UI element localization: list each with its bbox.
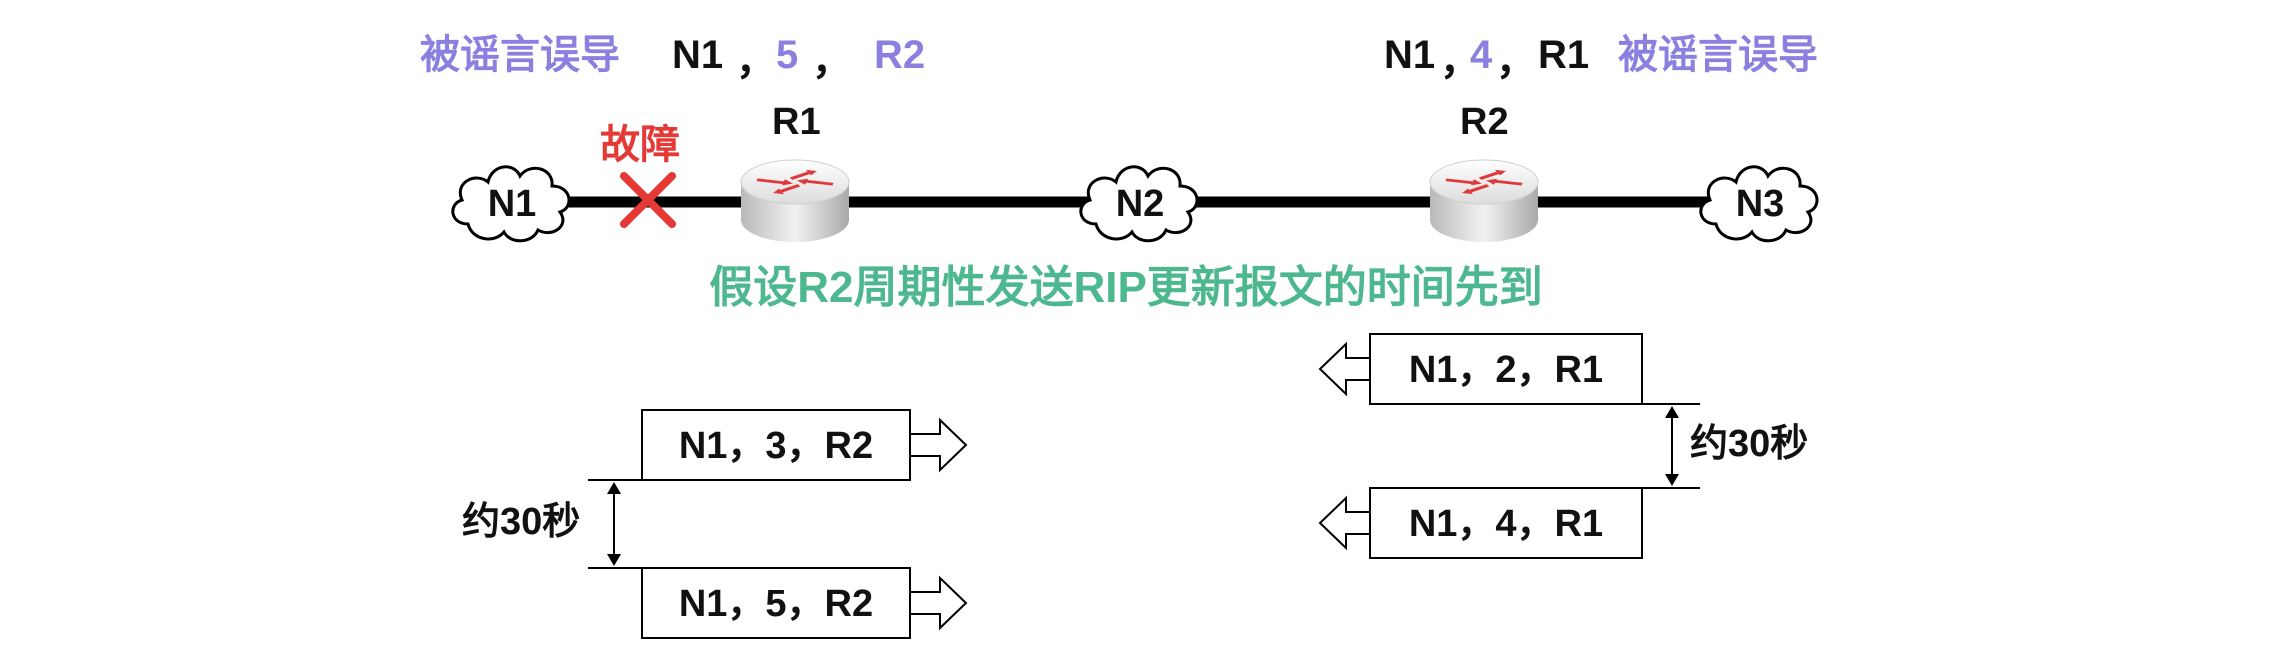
network-n1-label: N1	[488, 183, 537, 225]
route-distance-right: 4	[1470, 33, 1493, 77]
route-dest-left: N1	[672, 33, 723, 77]
right-msg-b-text: N1，4，R1	[1409, 503, 1603, 545]
left-interval-label: 约30秒	[462, 501, 580, 543]
left-interval-marker	[588, 479, 642, 569]
fault-label: 故障	[600, 123, 680, 167]
left-update-a: N1，3，R2	[641, 409, 968, 481]
arrow-right-icon	[909, 575, 968, 631]
route-sep-right-2: ，	[1496, 39, 1536, 83]
router-r1-label: R1	[772, 101, 821, 143]
network-n3-label: N3	[1736, 183, 1785, 225]
left-msg-b-text: N1，5，R2	[679, 583, 873, 625]
right-msg-a-text: N1，2，R1	[1409, 349, 1603, 391]
route-dest-right: N1	[1384, 33, 1435, 77]
route-nexthop-left: R2	[874, 33, 925, 77]
right-update-b: N1，4，R1	[1318, 487, 1643, 559]
left-update-b: N1，5，R2	[641, 567, 968, 639]
right-interval-label: 约30秒	[1690, 423, 1808, 465]
route-nexthop-right: R1	[1538, 33, 1589, 77]
route-distance-left: 5	[776, 33, 798, 77]
router-r1-icon	[740, 159, 850, 242]
route-sep-left-2: ，	[812, 39, 852, 83]
left-msg-a-text: N1，3，R2	[679, 425, 873, 467]
arrow-right-icon	[909, 417, 968, 473]
arrow-left-icon	[1318, 495, 1371, 551]
router-r2-label: R2	[1460, 101, 1509, 143]
network-n2-label: N2	[1116, 183, 1165, 225]
router-r2-icon	[1429, 159, 1539, 242]
route-sep-left-1: ，	[736, 39, 776, 83]
fault-x-icon	[620, 172, 676, 228]
rumor-label-left: 被谣言误导	[420, 33, 620, 77]
caption-text: 假设R2周期性发送RIP更新报文的时间先到	[709, 263, 1543, 312]
route-sep-right-1: ，	[1440, 39, 1480, 83]
right-update-a: N1，2，R1	[1318, 333, 1643, 405]
right-interval-marker	[1642, 403, 1700, 489]
rumor-label-right: 被谣言误导	[1618, 33, 1818, 77]
arrow-left-icon	[1318, 341, 1371, 397]
